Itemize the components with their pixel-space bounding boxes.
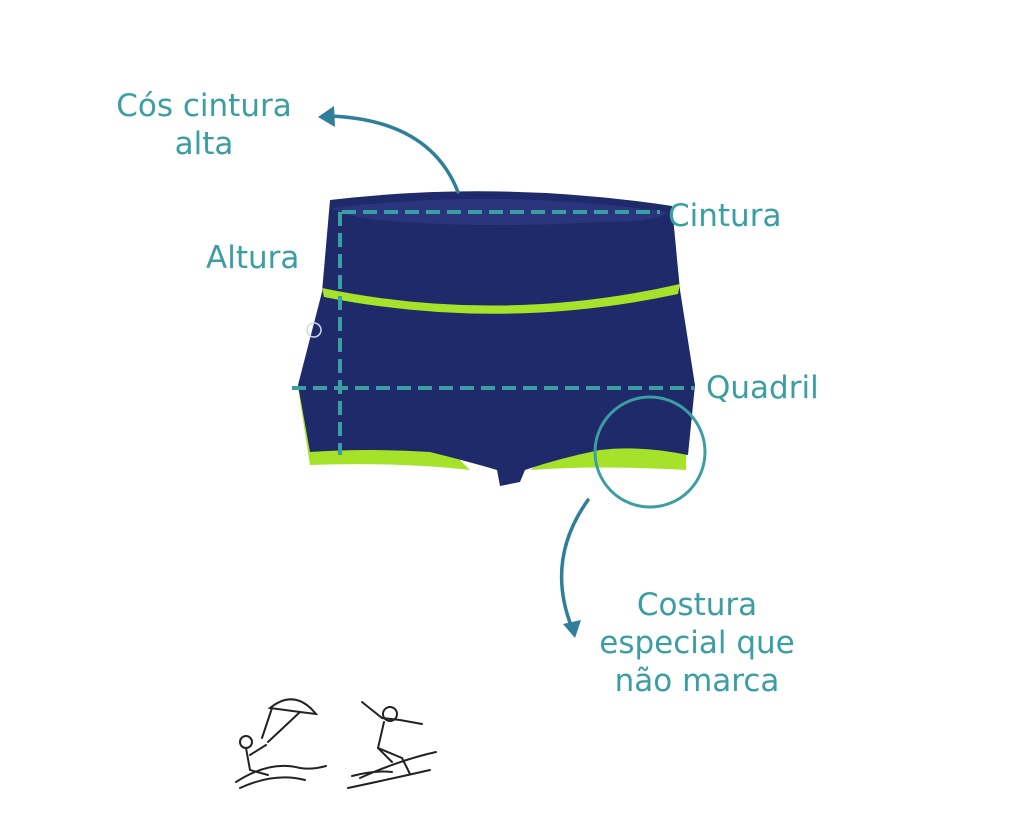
waistband-arrowhead <box>318 106 335 127</box>
surfer-icon <box>347 701 437 789</box>
kitesurfer-icon <box>235 698 327 789</box>
waistband-label: Cós cintura alta <box>108 88 300 164</box>
seam-label-line1: Costura <box>636 587 758 623</box>
seam-highlight-circle <box>593 395 707 509</box>
seam-label: Costura especial que não marca <box>590 587 804 700</box>
waist-stripe <box>322 284 680 314</box>
seam-label-line2: especial que <box>599 624 795 661</box>
side-logo <box>306 322 322 338</box>
waistband-label-line1: Cós cintura <box>116 88 292 124</box>
waistband-label-line2: alta <box>174 125 234 162</box>
cintura-label: Cintura <box>668 198 782 234</box>
seam-arrowhead <box>563 620 581 638</box>
quadril-label: Quadril <box>706 370 819 406</box>
seam-arrow <box>559 498 590 630</box>
altura-label: Altura <box>206 240 300 276</box>
shorts-body <box>298 191 695 486</box>
waistband-arrow <box>328 114 460 194</box>
seam-label-line3: não marca <box>614 662 780 699</box>
